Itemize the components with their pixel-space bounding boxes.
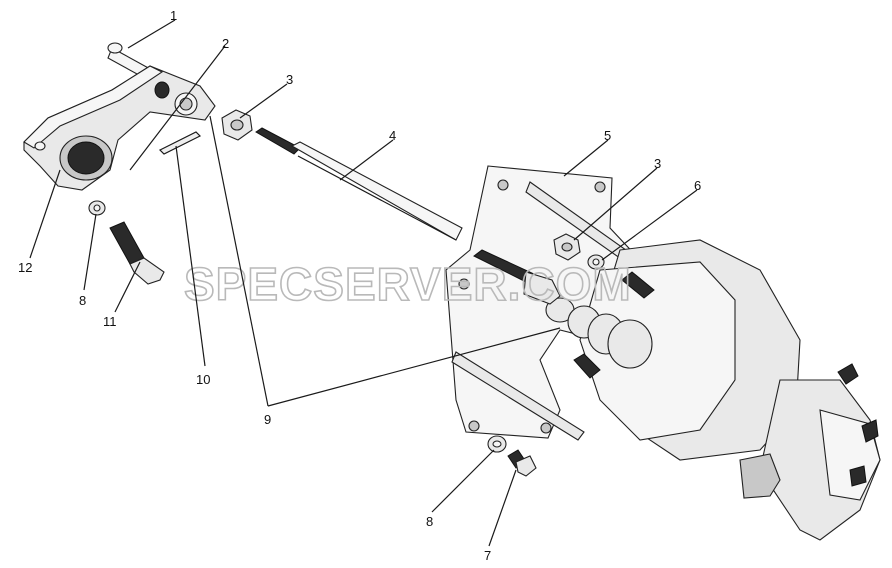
push-rod-part bbox=[255, 127, 463, 241]
callout-4: 4 bbox=[389, 128, 396, 143]
callout-12: 12 bbox=[18, 260, 32, 275]
bolt-part bbox=[109, 221, 165, 285]
callout-1: 1 bbox=[170, 8, 177, 23]
callout-5: 5 bbox=[604, 128, 611, 143]
callout-3-upper: 3 bbox=[286, 72, 293, 87]
callout-11: 11 bbox=[103, 314, 117, 329]
callout-9: 9 bbox=[264, 412, 271, 427]
mounting-bracket-part bbox=[445, 165, 641, 441]
callout-7: 7 bbox=[484, 548, 491, 563]
leader-lines bbox=[29, 19, 698, 547]
callout-2: 2 bbox=[222, 36, 229, 51]
stud-lower-part bbox=[573, 353, 601, 379]
rubber-boot-part bbox=[545, 297, 653, 369]
screw-part bbox=[507, 449, 537, 477]
callout-8-lower: 8 bbox=[426, 514, 433, 529]
threaded-rod-part bbox=[473, 249, 561, 305]
nut-lower-part bbox=[553, 233, 581, 261]
stud-upper-part bbox=[621, 271, 655, 299]
callout-labels: 1 2 3 4 5 3 6 12 8 11 10 9 8 7 bbox=[18, 8, 701, 563]
washer-upper-part bbox=[88, 200, 106, 216]
callout-6: 6 bbox=[694, 178, 701, 193]
brake-chamber-part bbox=[579, 239, 881, 541]
callout-3-lower: 3 bbox=[654, 156, 661, 171]
lever-arm-part bbox=[23, 65, 216, 191]
nut-upper-part bbox=[221, 109, 253, 141]
watermark-text: SPECSERVER.COM bbox=[184, 258, 632, 310]
callout-8-upper: 8 bbox=[79, 293, 86, 308]
washer-6-part bbox=[587, 254, 605, 270]
cotter-pin-part bbox=[158, 131, 202, 155]
callout-10: 10 bbox=[196, 372, 210, 387]
washer-lower-part bbox=[487, 435, 507, 453]
